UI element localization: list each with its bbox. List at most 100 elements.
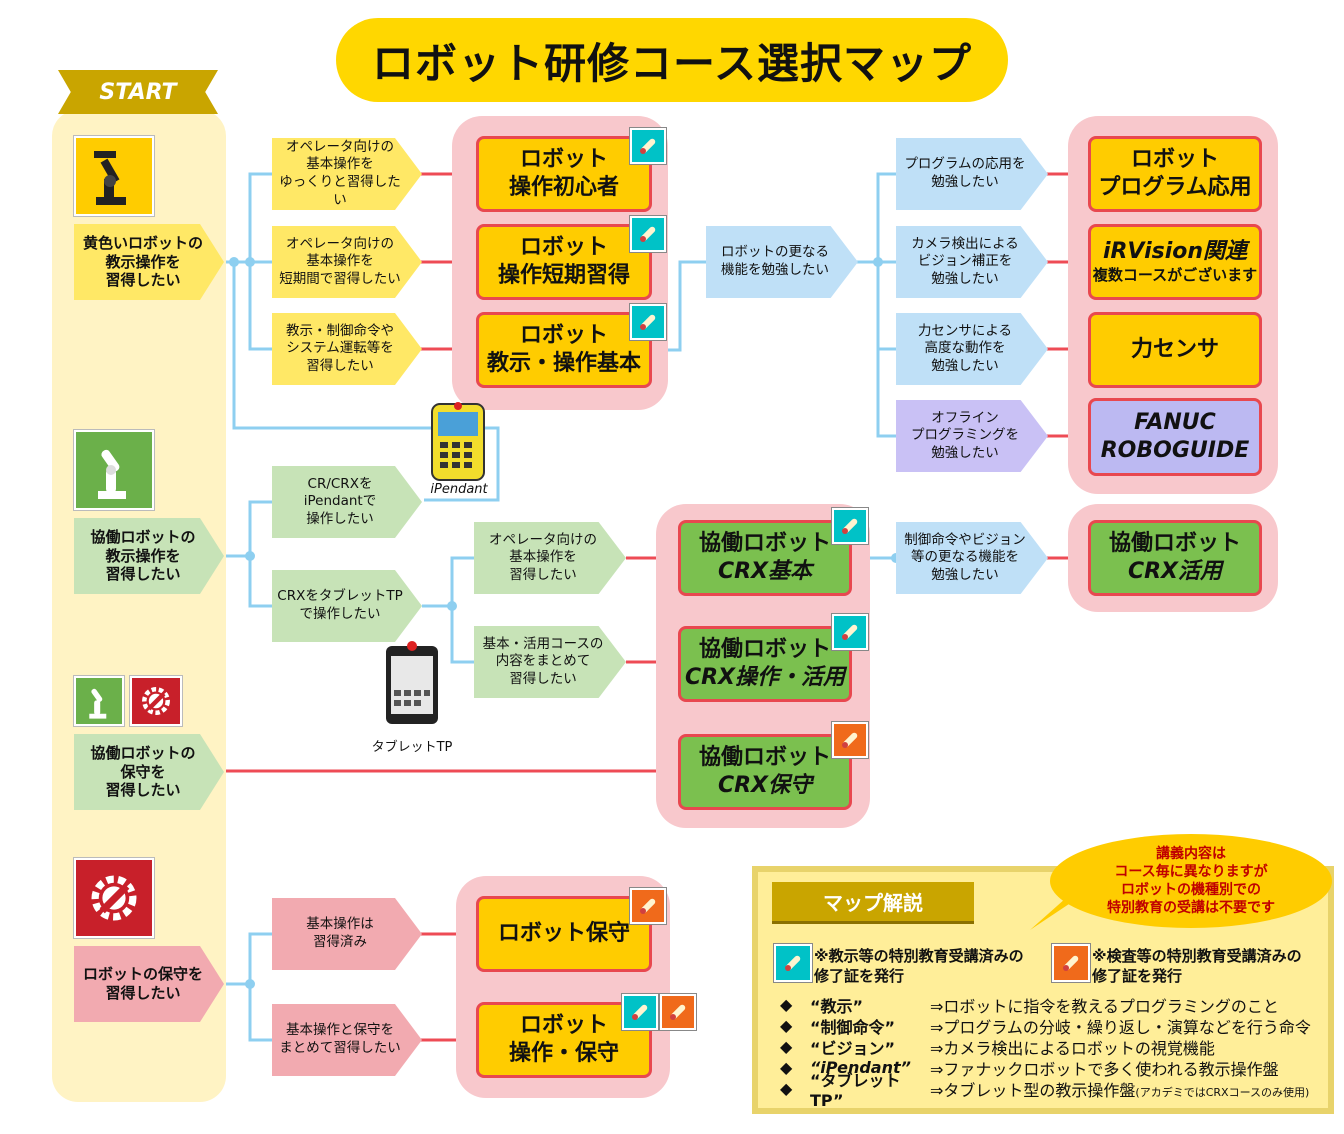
course-basic-teach[interactable]: ロボット 教示・操作基本 [476,312,652,388]
certificate-teach-icon [831,507,869,545]
legend-title: マップ解説 [772,882,974,924]
course-crx-basic[interactable]: 協働ロボット CRX基本 [678,520,852,596]
question-gq4[interactable]: 基本・活用コースの 内容をまとめて 習得したい [474,626,626,698]
course-line2: CRX基本 [717,559,813,584]
course-line2: ROBOGUIDE [1100,438,1250,463]
bullet-icon: ◆ [780,1016,793,1035]
question-bq4[interactable]: オフライン プログラミングを 勉強したい [896,400,1048,472]
course-line2: CRX活用 [1127,559,1223,584]
course-program-application[interactable]: ロボット プログラム応用 [1088,136,1262,212]
course-basic-short[interactable]: ロボット 操作短期習得 [476,224,652,300]
course-line1: 協働ロボット [698,530,831,556]
definition-row: ◆ “教示” ⇒ロボットに指令を教えるプログラミングのこと [780,994,1328,1016]
bullet-icon: ◆ [780,1058,793,1077]
bubble-line: ロボットの機種別での [1121,882,1261,898]
definition-desc: ⇒ロボットに指令を教えるプログラミングのこと [930,996,1279,1016]
certificate-teach-icon [629,303,667,341]
course-crx-maintenance[interactable]: 協働ロボット CRX保守 [678,734,852,810]
definition-term: “iPendant” [810,1058,911,1077]
legend-inspect-cert-text: ※検査等の特別教育受講済みの 修了証を発行 [1092,947,1302,986]
course-line1: ロボット [519,1012,608,1038]
start-ribbon: START [58,70,218,114]
definition-desc: ⇒プログラムの分岐・繰り返し・演算などを行う命令 [930,1017,1311,1037]
definition-row: ◆ “ビジョン” ⇒カメラ検出によるロボットの視覚機能 [780,1036,1328,1058]
bullet-icon: ◆ [780,1079,793,1098]
gear-wrench-small-icon [129,675,183,727]
question-yq2[interactable]: オペレータ向けの 基本操作を 短期間で習得したい [272,226,422,298]
course-line1: 協働ロボット [698,636,831,662]
yellow-robot-icon [73,135,155,217]
course-line2: 複数コースがございます [1092,266,1258,285]
cobot-small-icon [73,675,125,727]
certificate-teach-icon [629,127,667,165]
course-line2: 操作・保守 [508,1041,619,1066]
course-line2: 操作短期習得 [497,263,630,288]
definition-row: ◆ “制御命令” ⇒プログラムの分岐・繰り返し・演算などを行う命令 [780,1015,1328,1037]
question-pq1[interactable]: 基本操作は 習得済み [272,898,422,970]
course-line1: ロボット [519,234,608,260]
bubble-line: 特別教育の受講は不要です [1107,900,1275,917]
ipendant-device-image [428,400,488,482]
start-yellow-robot[interactable]: 黄色いロボットの 教示操作を 習得したい [74,224,224,300]
certificate-teach-icon [629,215,667,253]
tablet-tp-device-image [382,640,442,726]
course-force-sensor[interactable]: 力センサ [1088,312,1262,388]
bullet-icon: ◆ [780,995,793,1014]
bullet-icon: ◆ [780,1037,793,1056]
question-yq1[interactable]: オペレータ向けの 基本操作を ゆっくりと習得したい [272,138,422,210]
start-robot-maintenance[interactable]: ロボットの保守を 習得したい [74,946,224,1022]
certificate-inspect-icon [629,887,667,925]
course-line1: ロボット保守 [497,920,630,946]
bubble-line: コース毎に異なりますが [1114,863,1268,880]
course-line1: ロボット [1130,146,1219,172]
bubble-line: 講義内容は [1156,845,1226,862]
course-line2: 教示・操作基本 [486,351,641,376]
course-crx-apply[interactable]: 協働ロボット CRX操作・活用 [678,626,852,702]
definition-desc-text: ⇒タブレット型の教示操作盤 [930,1080,1136,1100]
definition-note: (アカデミではCRXコースのみ使用) [1135,1085,1310,1099]
tablet-tp-label: タブレットTP [371,740,453,755]
question-bq3[interactable]: 力センサによる 高度な動作を 勉強したい [896,313,1048,385]
course-line2: CRX操作・活用 [684,665,846,690]
course-basic-beginner[interactable]: ロボット 操作初心者 [476,136,652,212]
definition-row: ◆ “タブレットTP” ⇒タブレット型の教示操作盤(アカデミではCRXコースのみ… [780,1071,1328,1110]
definition-desc: ⇒ファナックロボットで多く使われる教示操作盤 [930,1059,1279,1079]
legend-teach-cert-text: ※教示等の特別教育受講済みの 修了証を発行 [814,947,1024,986]
course-line1: iRVision関連 [1102,239,1248,265]
start-cobot-teach[interactable]: 協働ロボットの 教示操作を 習得したい [74,518,224,594]
question-gq5[interactable]: 制御命令やビジョン 等の更なる機能を 勉強したい [896,522,1048,594]
question-yq3[interactable]: 教示・制御命令や システム運転等を 習得したい [272,313,422,385]
page-title: ロボット研修コース選択マップ [336,18,1008,102]
certificate-inspect-icon [831,721,869,759]
course-line2: CRX保守 [717,773,813,798]
question-bq1[interactable]: プログラムの応用を 勉強したい [896,138,1048,210]
course-irvision[interactable]: iRVision関連 複数コースがございます [1088,224,1262,300]
certificate-inspect-icon [659,993,697,1031]
cobot-icon [73,429,155,511]
question-gq3[interactable]: オペレータ向けの 基本操作を 習得したい [474,522,626,594]
certificate-teach-icon [621,993,659,1031]
legend-note-bubble: 講義内容は コース毎に異なりますが ロボットの機種別での 特別教育の受講は不要で… [1050,834,1332,928]
course-robot-maintenance[interactable]: ロボット保守 [476,896,652,972]
definition-desc: ⇒カメラ検出によるロボットの視覚機能 [930,1038,1215,1058]
course-line2: 操作初心者 [508,175,619,200]
course-line1: FANUC [1134,409,1216,435]
course-line2: プログラム応用 [1098,175,1252,200]
course-line1: ロボット [519,146,608,172]
question-gq1[interactable]: CR/CRXを iPendantで 操作したい [272,466,422,538]
course-crx-advanced[interactable]: 協働ロボット CRX活用 [1088,520,1262,596]
legend-teach-cert-icon [773,943,813,983]
start-cobot-maintenance[interactable]: 協働ロボットの 保守を 習得したい [74,734,224,810]
legend-inspect-cert-icon [1051,943,1091,983]
definition-term: “教示” [810,996,864,1016]
course-roboguide[interactable]: FANUC ROBOGUIDE [1088,398,1262,476]
definition-desc: ⇒タブレット型の教示操作盤(アカデミではCRXコースのみ使用) [930,1077,1328,1101]
question-gq2[interactable]: CRXをタブレットTP で操作したい [272,570,422,642]
question-mid[interactable]: ロボットの更なる 機能を勉強したい [706,226,858,298]
ipendant-label: iPendant [430,482,488,497]
gear-wrench-icon [73,857,155,939]
question-pq2[interactable]: 基本操作と保守を まとめて習得したい [272,1004,422,1076]
course-line1: 力センサ [1130,336,1219,362]
question-bq2[interactable]: カメラ検出による ビジョン補正を 勉強したい [896,226,1048,298]
course-line1: ロボット [519,322,608,348]
